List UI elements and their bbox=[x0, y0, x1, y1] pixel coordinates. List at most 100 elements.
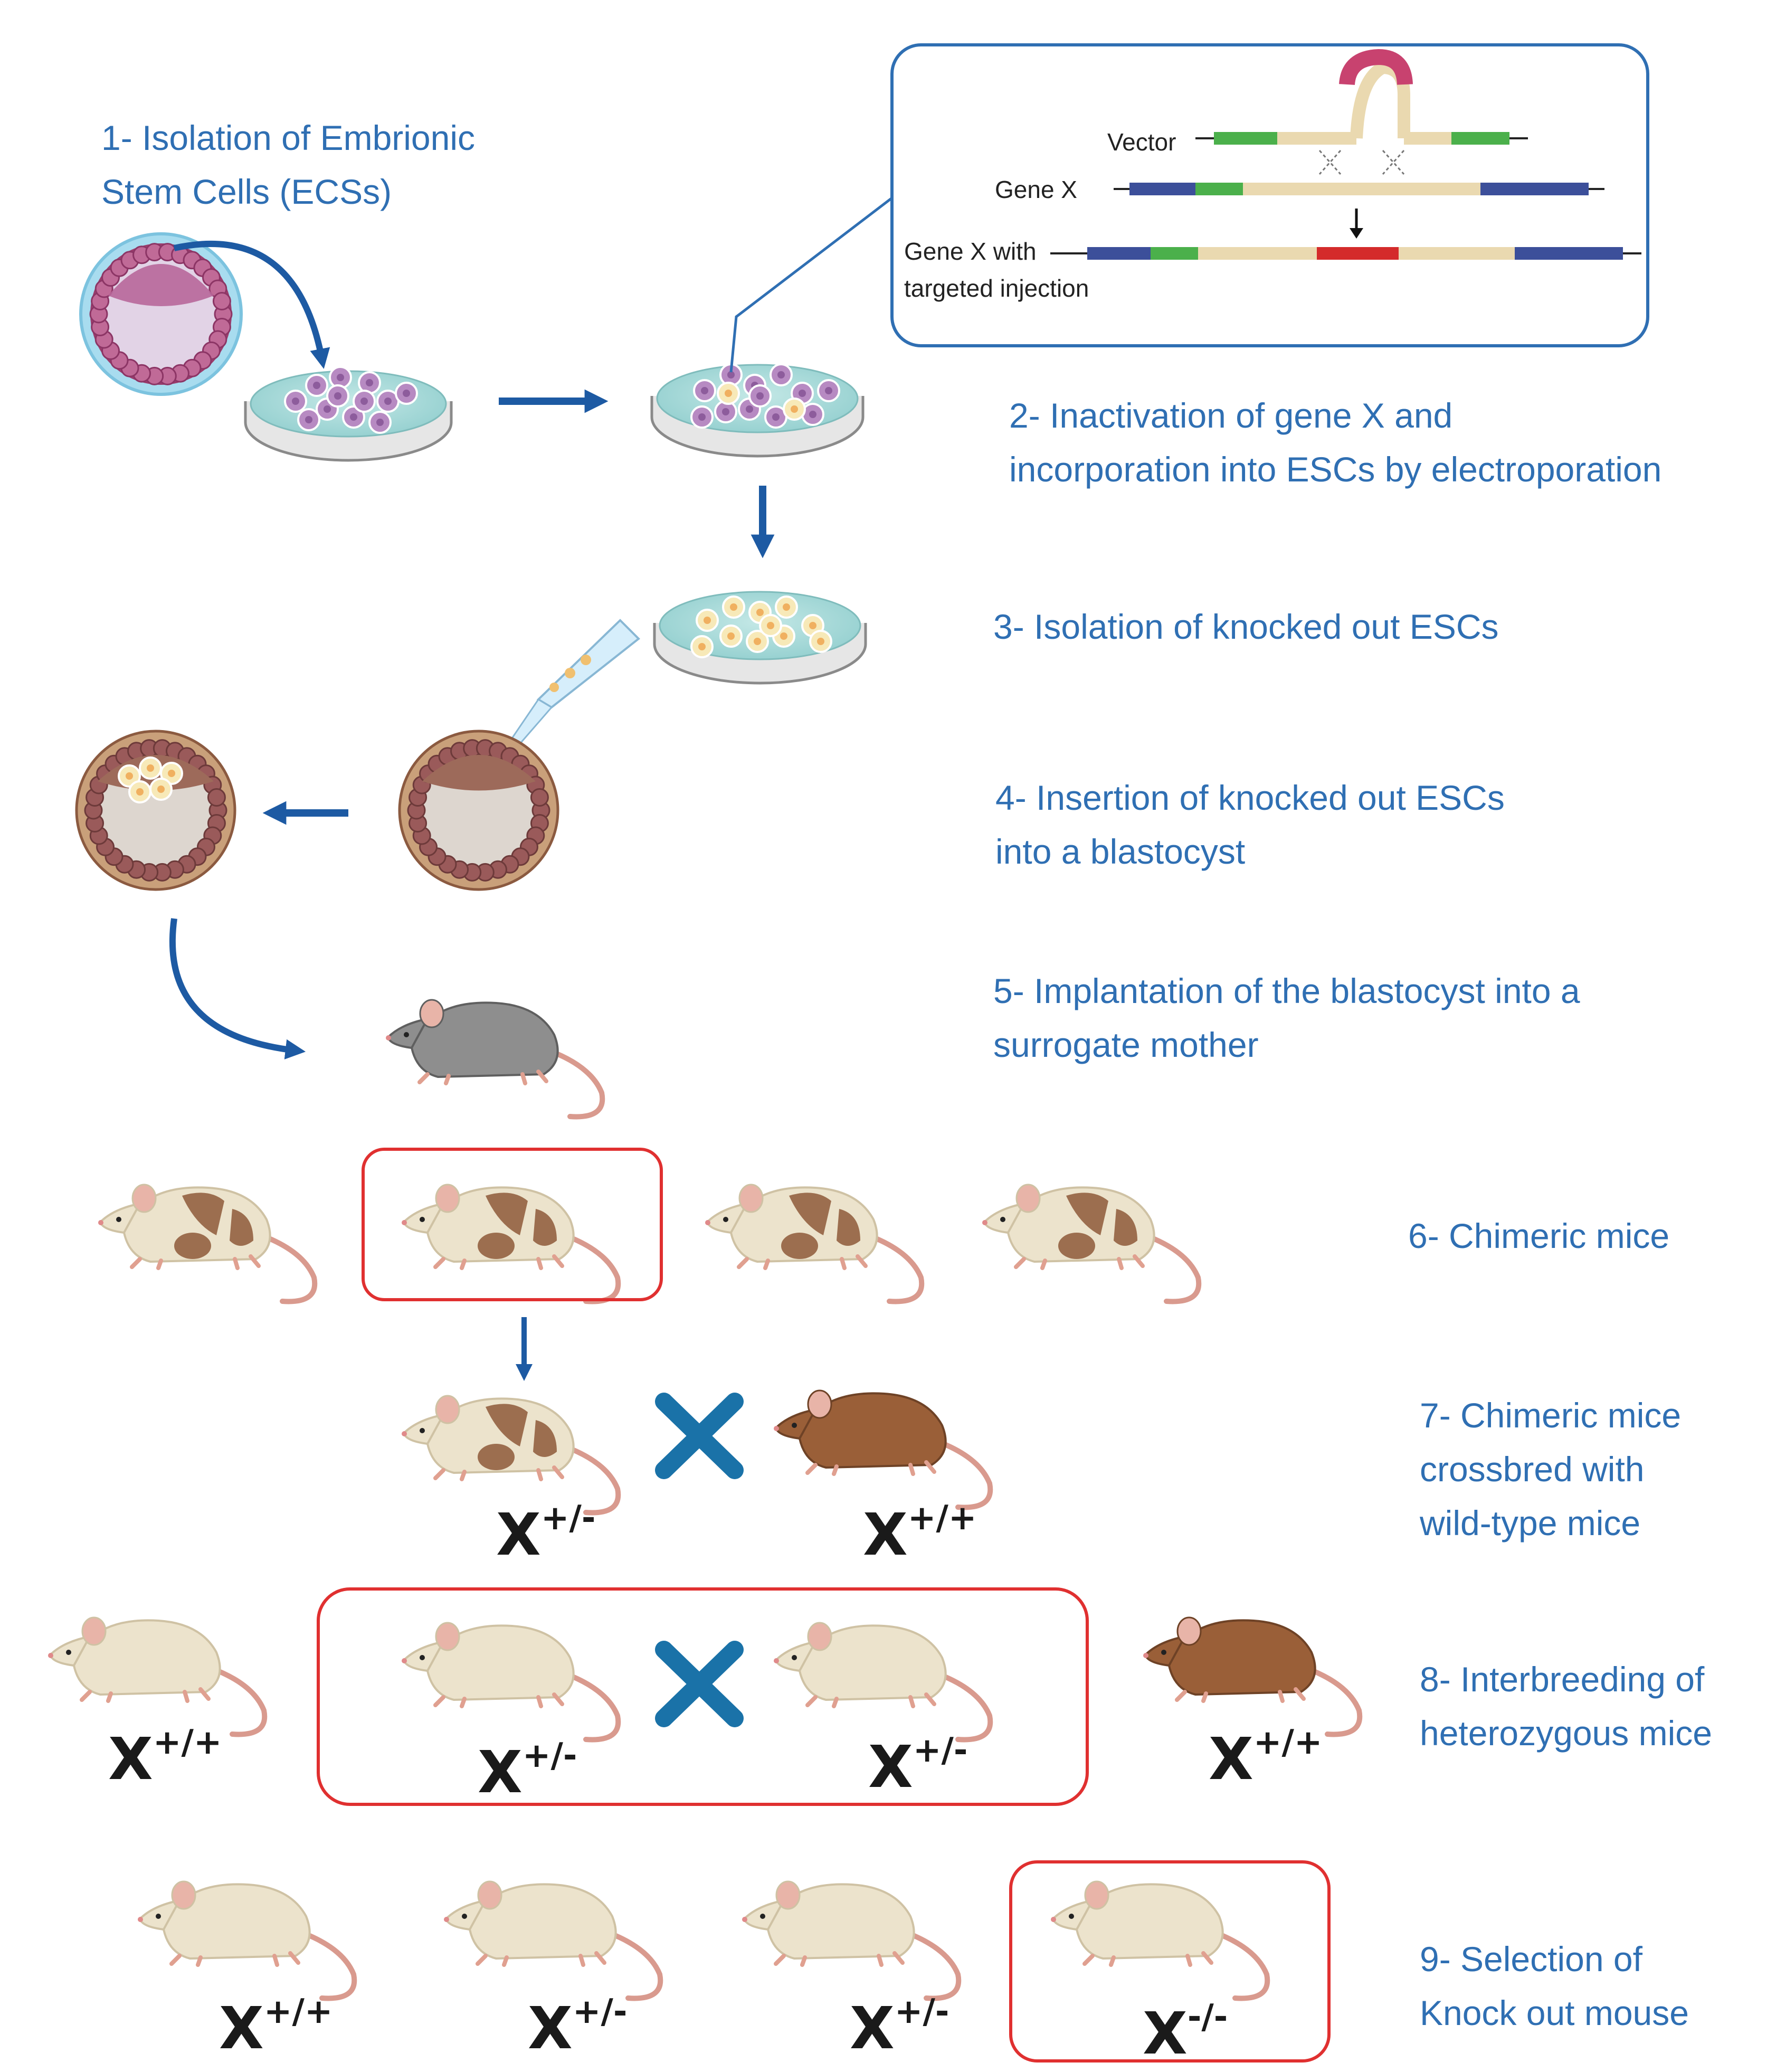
step-7-line-3: wild-type mice bbox=[1420, 1503, 1641, 1543]
cell-nucleus bbox=[809, 411, 816, 418]
cell-nucleus bbox=[136, 788, 144, 796]
blastocyst-source bbox=[79, 232, 243, 396]
cell-nucleus bbox=[698, 413, 706, 421]
cell-nucleus bbox=[292, 398, 299, 405]
cross-symbol-step8 bbox=[655, 1641, 744, 1727]
cell-nucleus bbox=[126, 772, 133, 780]
mouse-chimera-4 bbox=[982, 1184, 1202, 1304]
step-5-label: 5- Implantation of the blastocyst into a… bbox=[993, 964, 1580, 1072]
vector-strand bbox=[1195, 49, 1528, 175]
cell bbox=[212, 291, 231, 310]
mouse-wt-left bbox=[48, 1616, 268, 1737]
gene-x-label: Gene X bbox=[995, 176, 1077, 203]
mouse-offspring-3 bbox=[742, 1880, 962, 2001]
arrow-blastocyst-to-mother bbox=[169, 918, 306, 1059]
mouse-chimera-cross bbox=[402, 1395, 621, 1516]
mouse-knockout bbox=[1051, 1880, 1270, 2001]
gene-x-strand bbox=[1114, 183, 1604, 195]
genotype-label: X+/+ bbox=[863, 1499, 976, 1568]
vector-label: Vector bbox=[1107, 128, 1176, 156]
blastocyst-injected bbox=[398, 730, 559, 891]
cell-nucleus bbox=[157, 786, 165, 793]
targeted-label-1: Gene X with bbox=[904, 238, 1037, 265]
cell-nucleus bbox=[756, 392, 764, 400]
cell-nucleus bbox=[767, 622, 774, 629]
cell-nucleus bbox=[780, 632, 787, 640]
step-6-line-1: 6- Chimeric mice bbox=[1408, 1216, 1670, 1255]
mouse-het-1 bbox=[402, 1622, 621, 1743]
step-3-label: 3- Isolation of knocked out ESCs bbox=[993, 600, 1499, 654]
cell-nucleus bbox=[777, 371, 785, 379]
cell bbox=[207, 788, 226, 807]
highlight-box-step9 bbox=[1009, 1860, 1331, 2062]
step-8-line-1: 8- Interbreeding of bbox=[1420, 1660, 1705, 1699]
genotype-label: X+/- bbox=[528, 1992, 627, 2062]
cross-symbol-step7 bbox=[655, 1393, 744, 1479]
cell-nucleus bbox=[366, 379, 373, 386]
cell-nucleus bbox=[305, 416, 312, 423]
step-7-line-1: 7- Chimeric mice bbox=[1420, 1396, 1682, 1435]
cell-nucleus bbox=[809, 622, 816, 629]
inset-pointer-line bbox=[729, 197, 893, 373]
cell-nucleus bbox=[756, 609, 764, 616]
cell-nucleus bbox=[168, 770, 175, 777]
mouse-offspring-2 bbox=[444, 1880, 663, 2001]
cell-nucleus bbox=[704, 617, 711, 624]
cell-nucleus bbox=[698, 643, 706, 650]
step-3-line-1: 3- Isolation of knocked out ESCs bbox=[993, 607, 1499, 646]
step-4-label: 4- Insertion of knocked out ESCs into a … bbox=[995, 771, 1505, 878]
cell-nucleus bbox=[799, 390, 806, 397]
targeted-label-2: targeted injection bbox=[904, 275, 1089, 302]
cell-nucleus bbox=[772, 413, 780, 421]
genotype-label: X+/- bbox=[478, 1736, 577, 1806]
step-8-line-2: heterozygous mice bbox=[1420, 1714, 1712, 1753]
genotype-label: X+/- bbox=[850, 1992, 949, 2062]
cell-nucleus bbox=[727, 371, 735, 379]
cell-nucleus bbox=[324, 405, 331, 413]
cell-nucleus bbox=[147, 764, 154, 772]
cell-nucleus bbox=[783, 603, 790, 611]
mouse-chimera-3 bbox=[705, 1184, 925, 1304]
mouse-surrogate bbox=[386, 999, 605, 1120]
gene-targeting-inset: Vector Gene X Gene X with targeted injec… bbox=[890, 43, 1649, 347]
mouse-het-2 bbox=[774, 1622, 993, 1743]
mouse-chimera-2 bbox=[402, 1184, 621, 1304]
cell-nucleus bbox=[701, 387, 708, 394]
petri-dish-3 bbox=[653, 591, 867, 685]
cell-nucleus bbox=[727, 632, 735, 640]
genotype-label: X+/+ bbox=[1209, 1723, 1322, 1793]
cell bbox=[530, 788, 549, 807]
cell-nucleus bbox=[817, 638, 824, 645]
cell-nucleus bbox=[791, 405, 798, 413]
step-7-label: 7- Chimeric mice crossbred with wild-typ… bbox=[1420, 1388, 1681, 1550]
petri-dish-1 bbox=[244, 366, 453, 462]
step-1-line-1: 1- Isolation of Embrionic bbox=[101, 118, 475, 157]
mouse-chimera-1 bbox=[98, 1184, 318, 1304]
step-9-label: 9- Selection of Knock out mouse bbox=[1420, 1932, 1689, 2040]
cell-nucleus bbox=[725, 390, 732, 397]
step-4-line-2: into a blastocyst bbox=[995, 832, 1246, 871]
cell-nucleus bbox=[350, 413, 357, 421]
step-8-label: 8- Interbreeding of heterozygous mice bbox=[1420, 1652, 1712, 1760]
mouse-offspring-1 bbox=[138, 1880, 357, 2001]
step-2-label: 2- Inactivation of gene X and incorporat… bbox=[1009, 389, 1661, 496]
cell-nucleus bbox=[825, 387, 832, 394]
step-2-line-2: incorporation into ESCs by electroporati… bbox=[1009, 450, 1662, 489]
highlight-box-step8 bbox=[317, 1587, 1089, 1806]
petri-dish-2 bbox=[650, 363, 865, 458]
genotype-label: X+/+ bbox=[219, 1992, 333, 2062]
arrow-embryo-to-dish bbox=[173, 241, 330, 369]
step-9-line-1: 9- Selection of bbox=[1420, 1939, 1642, 1979]
step-4-line-1: 4- Insertion of knocked out ESCs bbox=[995, 778, 1505, 817]
step-5-line-2: surrogate mother bbox=[993, 1025, 1259, 1064]
genotype-label: X-/- bbox=[1143, 1998, 1228, 2067]
cell-nucleus bbox=[337, 374, 344, 381]
cell-nucleus bbox=[384, 398, 392, 405]
targeted-gene-strand bbox=[1050, 247, 1641, 260]
step-1-label: 1- Isolation of Embrionic Stem Cells (EC… bbox=[101, 111, 475, 219]
blastocyst-chimeric bbox=[75, 730, 236, 891]
mouse-wildtype-cross bbox=[774, 1389, 993, 1510]
step-1-line-2: Stem Cells (ECSs) bbox=[101, 172, 392, 211]
step-5-line-1: 5- Implantation of the blastocyst into a bbox=[993, 971, 1580, 1010]
